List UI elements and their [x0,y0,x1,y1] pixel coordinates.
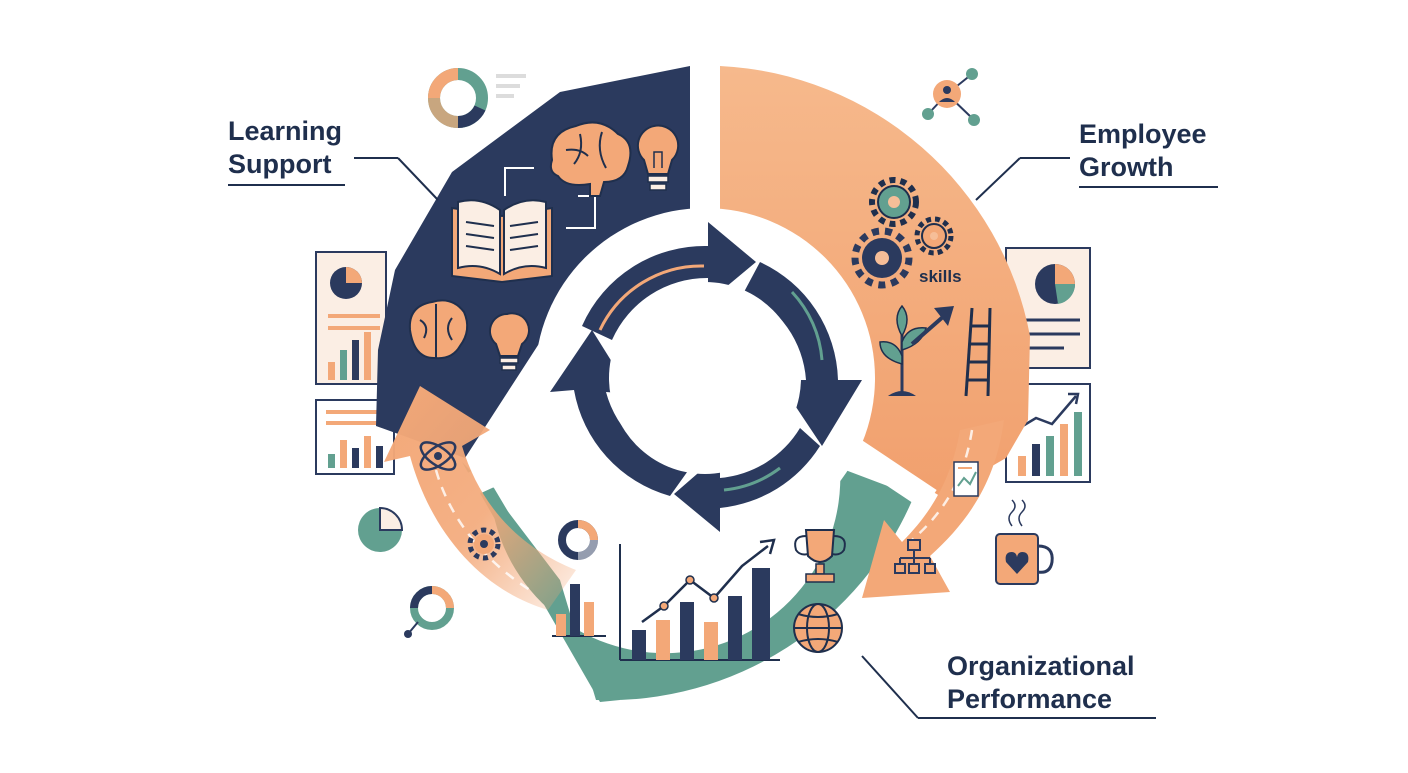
bar-chart-icon [619,538,780,661]
gears-icon [851,177,954,289]
gear-icon [467,527,501,561]
leader-line-growth [975,157,1218,201]
donut-chart-icon-bottom [404,586,454,638]
center-cycle-arrows [535,208,875,548]
label-learning-line2: Support [228,149,332,179]
donut-chart-icon-small [558,520,598,560]
label-organizational-performance: Organizational Performance [947,650,1135,716]
atom-icon [419,441,457,471]
network-icon [922,68,980,126]
donut-chart-icon [428,68,526,129]
label-growth-line2: Growth [1079,152,1174,182]
label-learning-line1: Learning [228,116,343,146]
brain-icon-small [408,299,469,360]
lightbulb-icon-small [488,312,530,371]
label-org-line2: Performance [947,684,1113,714]
leader-line-learning [228,157,439,201]
plant-icon [879,304,927,396]
label-employee-growth: Employee Growth [1079,118,1207,184]
brain-icon [549,121,632,197]
org-chart-icon [894,539,936,574]
growth-arrow-icon [910,306,954,346]
label-growth-line1: Employee [1079,119,1207,149]
lightbulb-icon [636,124,680,191]
book-icon [451,199,553,284]
globe-icon [793,603,843,653]
small-bar-chart-icon [552,584,606,637]
sector-employee-growth [720,66,1030,496]
report-panel-left-top [315,251,387,385]
leader-line-org [861,655,1156,719]
trophy-icon [794,529,846,583]
document-chart-icon [953,461,979,497]
label-learning-support: Learning Support [228,115,342,181]
pie-chart-icon [358,506,404,552]
coffee-mug-icon [995,499,1054,585]
label-org-line1: Organizational [947,651,1135,681]
skills-annotation: skills [919,267,962,286]
ladder-icon [964,307,992,397]
